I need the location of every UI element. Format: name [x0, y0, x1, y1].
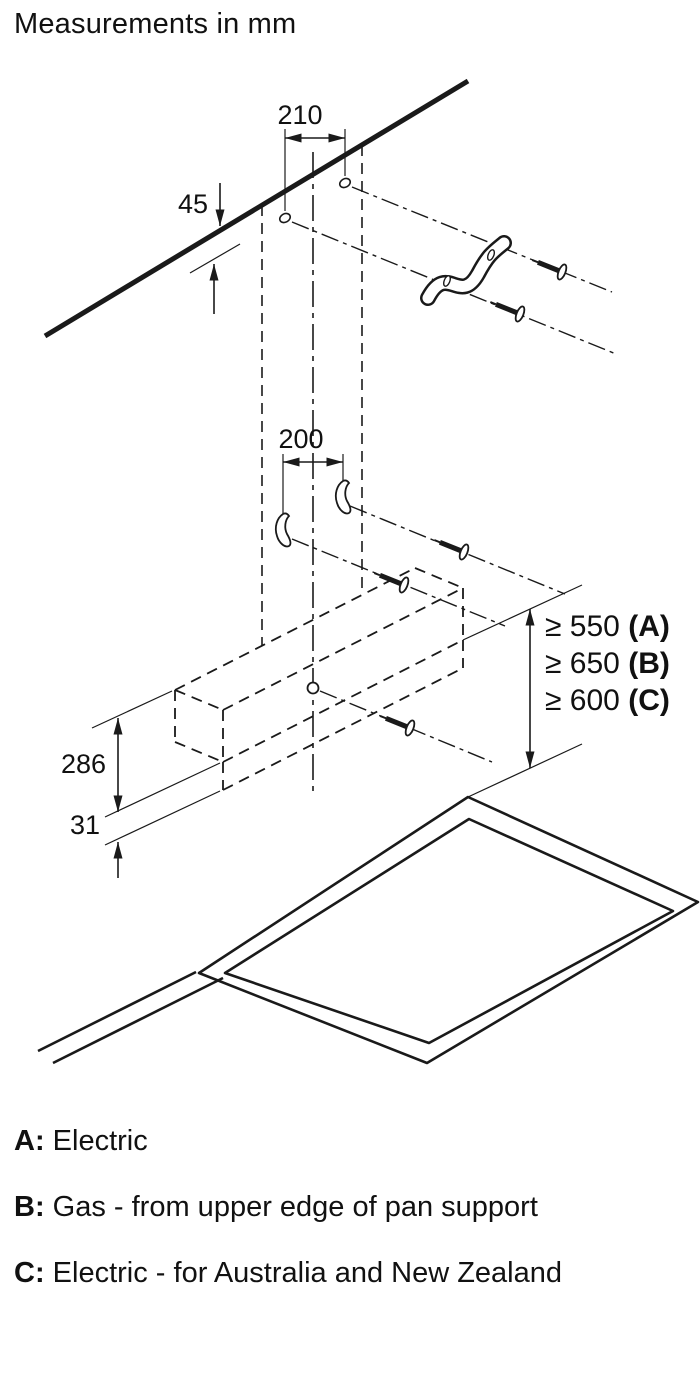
bracket-hole: [442, 275, 452, 287]
legend-item-a: A: Electric: [14, 1124, 674, 1158]
dim-210-label: 210: [277, 100, 322, 130]
dimension-45: 45: [178, 183, 241, 314]
wall-bracket: [420, 235, 512, 306]
top-assembly-leaders: [291, 186, 617, 355]
dim-45-label: 45: [178, 189, 208, 219]
clearance-label-a: ≥ 550 (A): [545, 610, 670, 643]
hood-outline: [174, 567, 464, 791]
clearance-dimension: [462, 584, 583, 798]
mounting-screw-icon: [531, 259, 568, 281]
clearance-label-b: ≥ 650 (B): [545, 647, 670, 680]
installation-diagram-svg: 210 45 200: [37, 78, 700, 1065]
dim-286-label: 286: [61, 749, 106, 779]
mounting-screw-icon: [433, 539, 470, 561]
dim-200-label: 200: [278, 424, 323, 454]
mounting-hook-icon: [334, 479, 352, 515]
dimension-200: 200: [278, 424, 344, 528]
wall-drill-holes: [278, 177, 352, 224]
mounting-hook-icon: [274, 512, 292, 548]
chimney-outline: [261, 145, 363, 646]
page-title: Measurements in mm: [14, 8, 297, 40]
mounting-screw-icon: [489, 301, 526, 323]
legend-text-b: Gas - from upper edge of pan support: [52, 1191, 538, 1223]
mounting-screw-icon: [379, 715, 416, 737]
wall-edge-line: [43, 78, 470, 339]
clearance-label-c: ≥ 600 (C): [545, 684, 670, 717]
legend-key-b: B:: [14, 1191, 45, 1223]
legend-item-c: C: Electric - for Australia and New Zeal…: [14, 1256, 674, 1290]
legend-text-a: Electric: [52, 1125, 148, 1157]
cooktop-outline: [37, 795, 700, 1065]
dimension-31: 31: [70, 790, 221, 878]
legend-text-c: Electric - for Australia and New Zealand: [52, 1257, 563, 1289]
hood-fixing-hole: [306, 681, 320, 695]
installation-diagram: 210 45 200: [37, 78, 700, 1065]
legend-key-c: C:: [14, 1257, 45, 1289]
legend-item-b: B: Gas - from upper edge of pan support: [14, 1190, 674, 1224]
dim-31-label: 31: [70, 810, 100, 840]
bracket-hole: [486, 249, 496, 261]
dimension-286: 286: [61, 690, 221, 818]
clearance-labels: ≥ 550 (A) ≥ 650 (B) ≥ 600 (C): [545, 610, 670, 717]
legend-key-a: A:: [14, 1125, 45, 1157]
middle-assembly-leaders: [291, 505, 566, 627]
dimension-210: 210: [277, 100, 346, 211]
